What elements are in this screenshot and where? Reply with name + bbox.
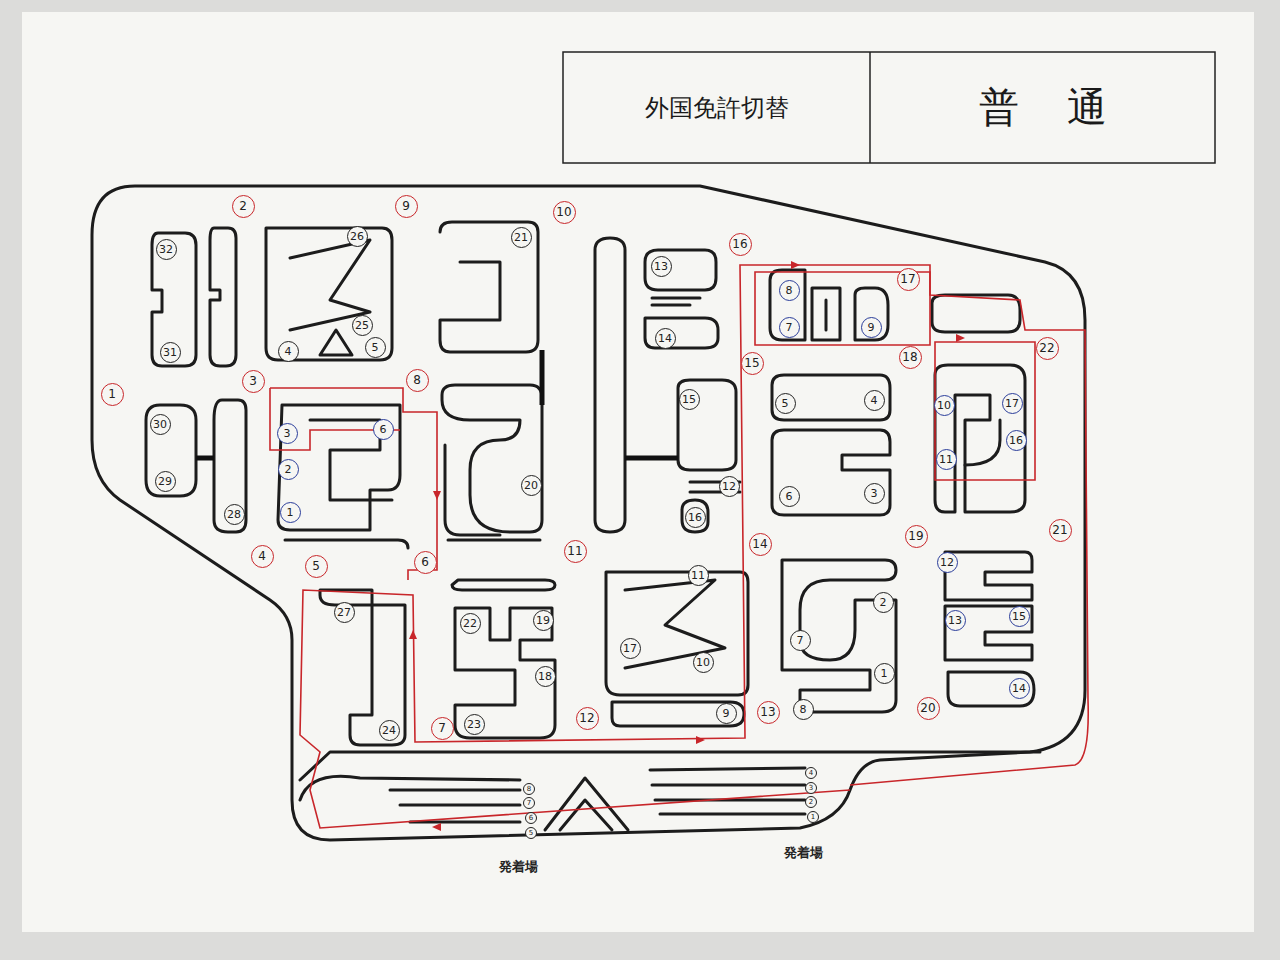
callout-number: 6 [779, 486, 800, 507]
checkpoint-number: 13 [757, 701, 780, 724]
callout-number: 30 [150, 414, 171, 435]
callout-number: 16 [685, 507, 706, 528]
callout-number: 18 [535, 666, 556, 687]
callout-number: 32 [156, 239, 177, 260]
title-text: 普通 [979, 80, 1155, 135]
callout-number: 8 [793, 699, 814, 720]
callout-number: 7 [790, 630, 811, 651]
title-divider [869, 52, 871, 163]
callout-number: 19 [533, 610, 554, 631]
checkpoint-number: 22 [1036, 337, 1059, 360]
callout-number: 13 [651, 256, 672, 277]
course-point-number: 9 [861, 317, 882, 338]
callout-number: 2 [873, 592, 894, 613]
callout-number: 11 [688, 565, 709, 586]
checkpoint-number: 9 [395, 195, 418, 218]
checkpoint-number: 4 [251, 545, 274, 568]
parking-number: 4 [805, 767, 817, 779]
course-point-number: 6 [373, 419, 394, 440]
route-arrows [409, 261, 965, 831]
callout-number: 26 [347, 226, 368, 247]
checkpoint-number: 5 [305, 555, 328, 578]
callout-number: 14 [655, 328, 676, 349]
callout-number: 23 [464, 714, 485, 735]
parking-number: 1 [807, 811, 819, 823]
callout-number: 10 [693, 652, 714, 673]
callout-number: 29 [155, 471, 176, 492]
course-point-number: 1 [280, 502, 301, 523]
course-point-number: 3 [277, 423, 298, 444]
checkpoint-number: 21 [1049, 519, 1072, 542]
checkpoint-number: 14 [749, 533, 772, 556]
callout-number: 9 [716, 703, 737, 724]
course-outline [92, 186, 1085, 840]
checkpoint-number: 3 [242, 370, 265, 393]
checkpoint-number: 2 [232, 195, 255, 218]
parking-number: 8 [523, 783, 535, 795]
checkpoint-number: 18 [899, 346, 922, 369]
board [22, 12, 1254, 932]
callout-number: 4 [864, 390, 885, 411]
parking-number: 3 [805, 782, 817, 794]
callout-number: 5 [775, 393, 796, 414]
course-point-number: 11 [936, 449, 957, 470]
callout-number: 25 [352, 315, 373, 336]
callout-number: 5 [365, 337, 386, 358]
callout-number: 17 [620, 638, 641, 659]
callout-number: 20 [521, 475, 542, 496]
title-text: 外国免許切替 [645, 92, 789, 124]
title-cell: 外国免許切替 [565, 54, 869, 161]
callout-number: 12 [719, 476, 740, 497]
callout-number: 21 [511, 227, 532, 248]
course-point-number: 2 [278, 459, 299, 480]
parking-number: 5 [525, 827, 537, 839]
checkpoint-number: 15 [741, 352, 764, 375]
area-label: 発着場 [497, 859, 540, 874]
course-point-number: 8 [779, 280, 800, 301]
course-point-number: 12 [937, 552, 958, 573]
exam-route [270, 265, 1088, 828]
checkpoint-number: 19 [905, 525, 928, 548]
parking-number: 6 [525, 812, 537, 824]
course-point-number: 13 [945, 610, 966, 631]
callout-number: 1 [874, 663, 895, 684]
callout-number: 4 [278, 341, 299, 362]
course-point-number: 7 [779, 317, 800, 338]
course-point-number: 10 [934, 395, 955, 416]
course-point-number: 14 [1009, 678, 1030, 699]
checkpoint-number: 1 [101, 383, 124, 406]
callout-number: 22 [460, 613, 481, 634]
checkpoint-number: 10 [553, 201, 576, 224]
checkpoint-number: 16 [729, 233, 752, 256]
callout-number: 15 [679, 389, 700, 410]
parking-number: 7 [523, 797, 535, 809]
checkpoint-number: 6 [414, 551, 437, 574]
checkpoint-number: 20 [917, 697, 940, 720]
class-cell: 普通 [872, 54, 1213, 161]
callout-number: 31 [160, 342, 181, 363]
course-point-number: 17 [1002, 393, 1023, 414]
checkpoint-number: 17 [897, 268, 920, 291]
course-point-number: 15 [1009, 606, 1030, 627]
title-frame [563, 52, 1215, 163]
area-label: 発着場 [782, 845, 825, 860]
callout-number: 27 [334, 602, 355, 623]
checkpoint-number: 8 [406, 369, 429, 392]
callout-number: 24 [379, 720, 400, 741]
callout-number: 28 [224, 504, 245, 525]
checkpoint-number: 7 [431, 717, 454, 740]
checkpoint-number: 11 [564, 540, 587, 563]
checkpoint-number: 12 [576, 707, 599, 730]
callout-number: 3 [864, 483, 885, 504]
parking-number: 2 [805, 796, 817, 808]
course-point-number: 16 [1006, 430, 1027, 451]
